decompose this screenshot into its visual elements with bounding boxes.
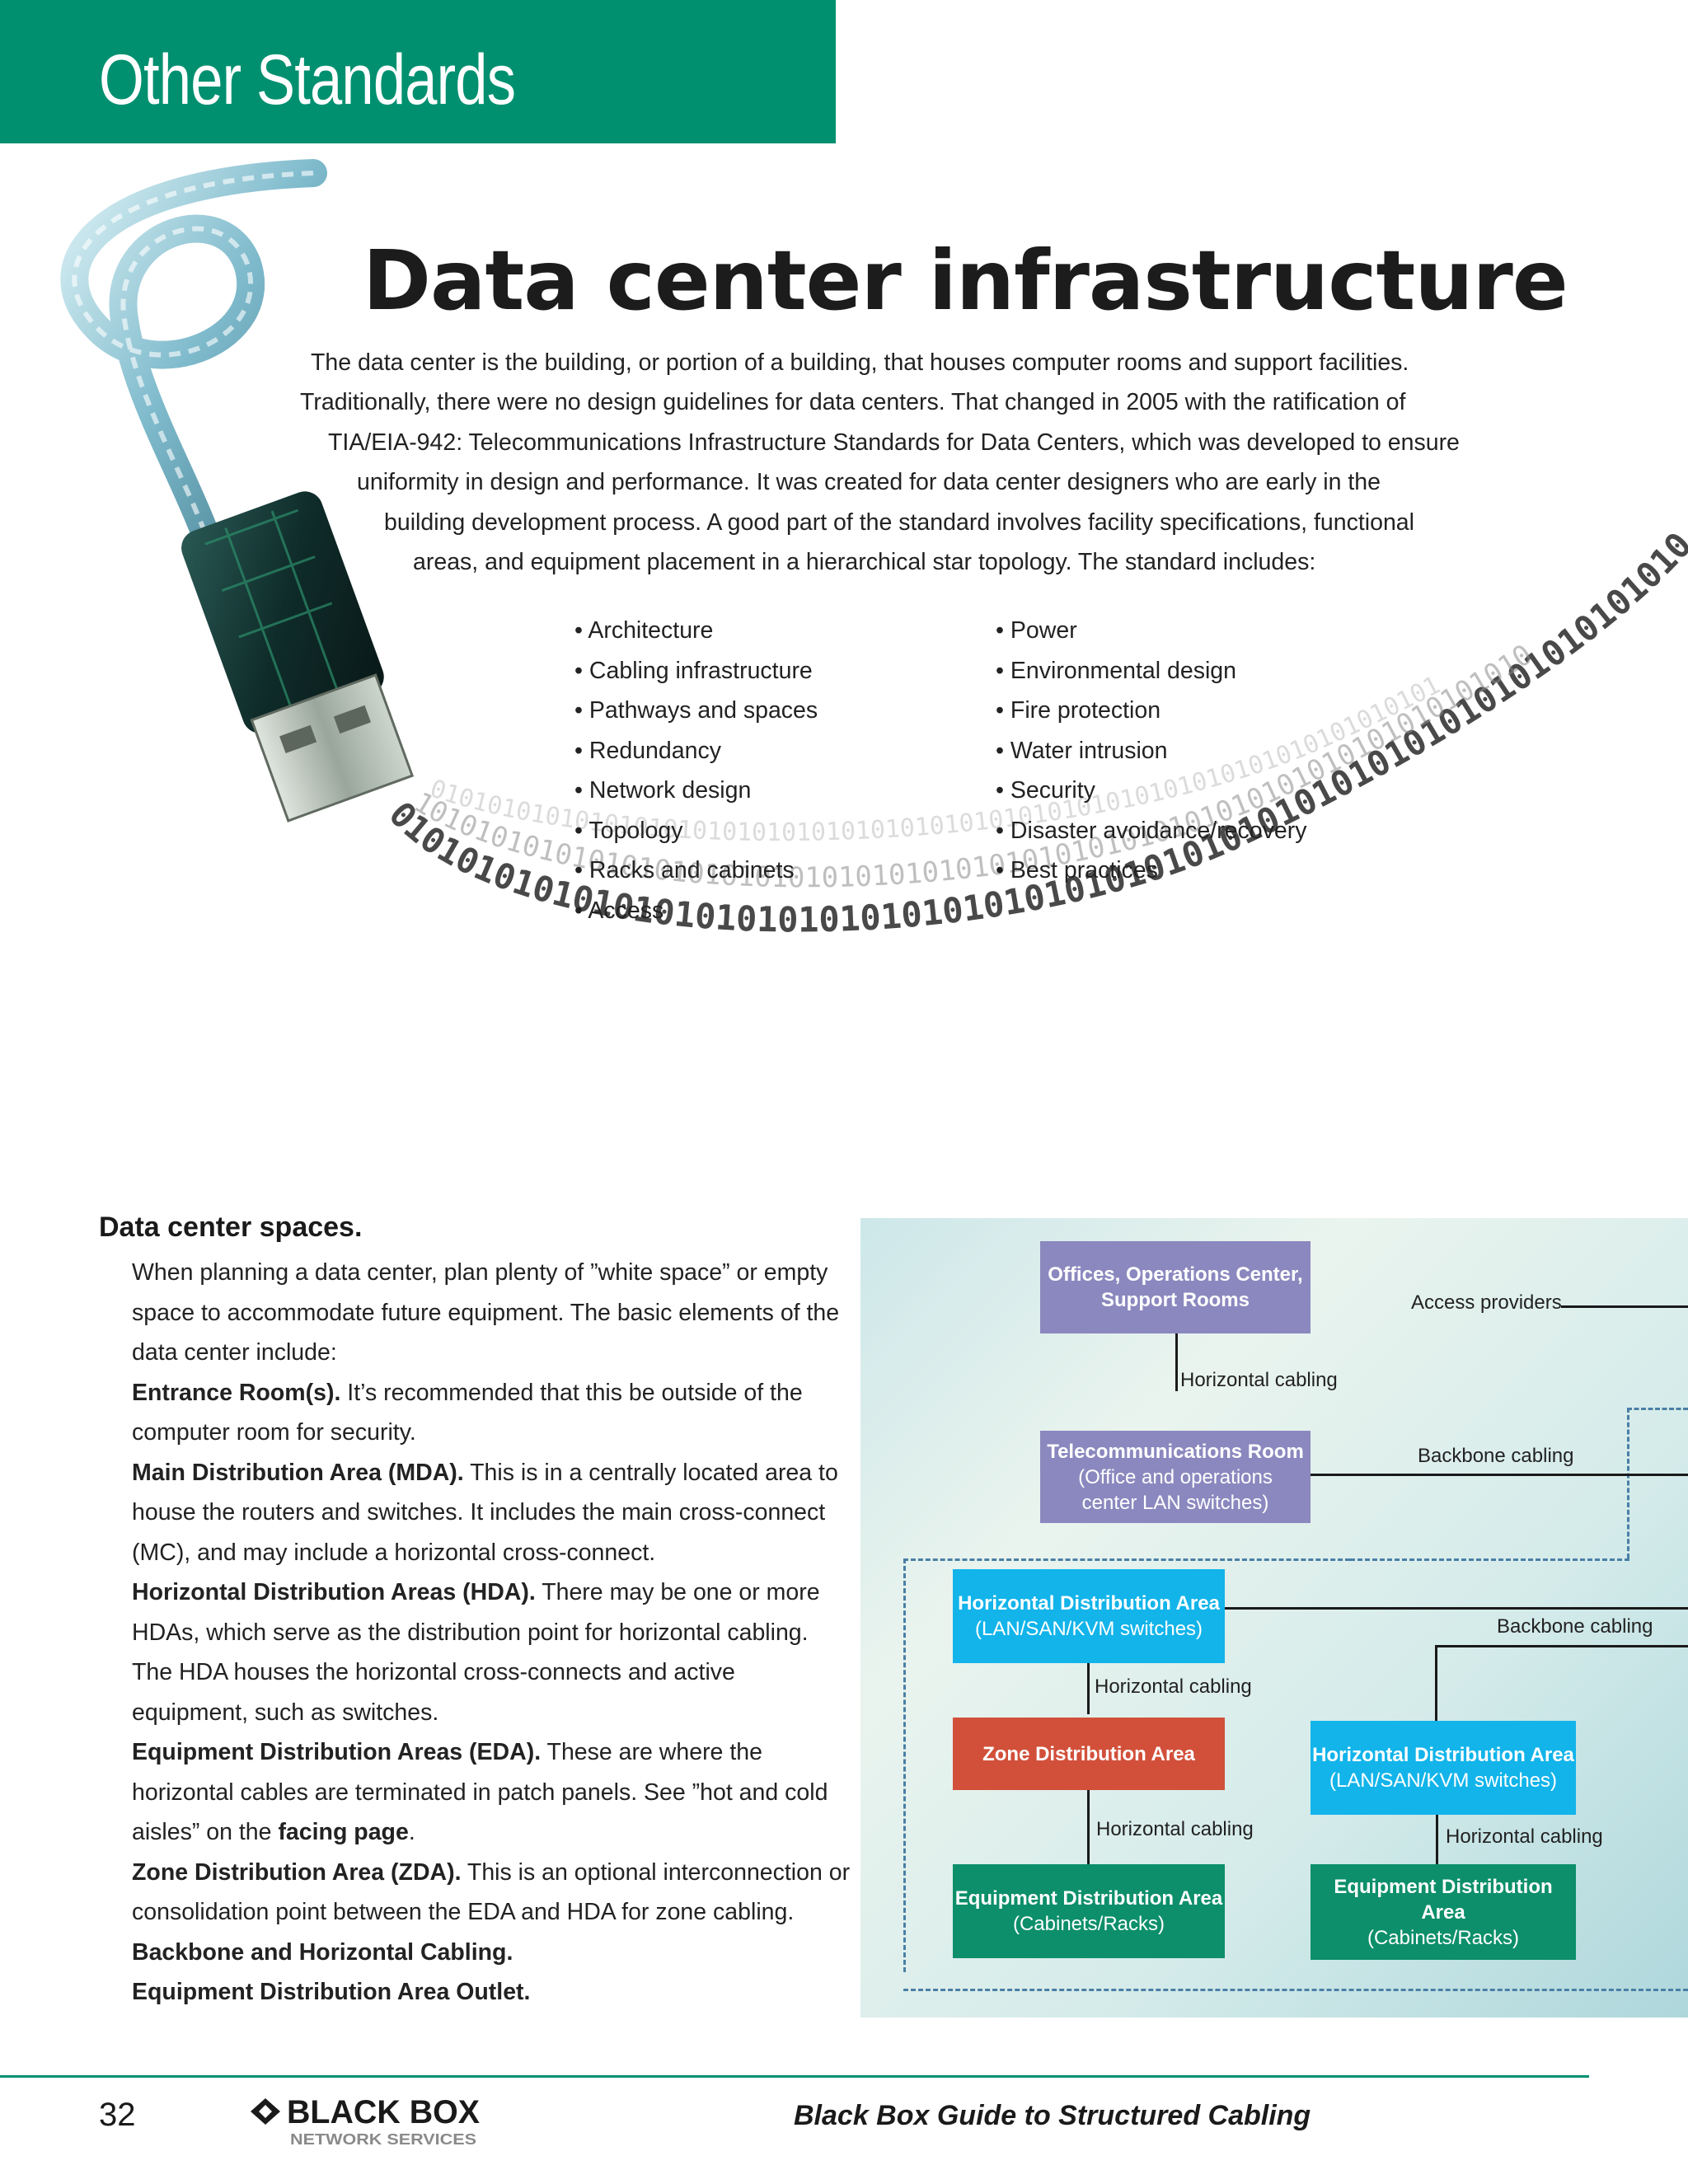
spaces-body: When planning a data center, plan plenty… — [99, 1253, 850, 2013]
connector-line — [1311, 1474, 1688, 1476]
list-item: Racks and cabinets — [574, 851, 818, 891]
hda-title: Horizontal Distribution Area — [1312, 1744, 1574, 1766]
connector-line — [1087, 1787, 1090, 1864]
hda-subtitle: (LAN/SAN/KVM switches) — [1329, 1769, 1558, 1792]
intro-line: areas, and equipment placement in a hier… — [413, 549, 1316, 575]
eda-title: Equipment Distribution Area — [1334, 1875, 1553, 1924]
black-box-logo: BLACK BOX NETWORK SERVICES — [251, 2094, 480, 2148]
connector-line — [1225, 1607, 1688, 1610]
svg-text:BLACK BOX: BLACK BOX — [287, 2094, 480, 2130]
list-item: Topology — [574, 811, 818, 851]
eda-subtitle: (Cabinets/Racks) — [1367, 1926, 1520, 1949]
hda-box-secondary: Horizontal Distribution Area (LAN/SAN/KV… — [1311, 1721, 1576, 1815]
list-item: Pathways and spaces — [574, 691, 818, 731]
entrance-room-text: It’s recommended that this be outside of… — [132, 1379, 803, 1446]
footer-rule — [0, 2075, 1589, 2078]
connector-line — [1435, 1645, 1437, 1736]
zda-paragraph: Zone Distribution Area (ZDA). This is an… — [99, 1853, 857, 1933]
computer-room-boundary — [903, 1558, 1350, 1561]
access-providers-label: Access providers — [1411, 1291, 1562, 1314]
list-item: Access — [574, 891, 818, 931]
list-item: Redundancy — [574, 731, 818, 771]
intro-line: Traditionally, there were no design guid… — [300, 389, 1406, 415]
list-item: Architecture — [574, 611, 818, 651]
zda-box: Zone Distribution Area — [953, 1718, 1225, 1790]
page-number: 32 — [99, 2097, 136, 2133]
connector-line — [1561, 1305, 1688, 1308]
spaces-heading: Data center spaces. — [99, 1212, 363, 1243]
computer-room-boundary — [1350, 1558, 1629, 1561]
standard-list-right: Power Environmental design Fire protecti… — [996, 611, 1307, 891]
offices-title: Offices, Operations Center, — [1048, 1263, 1303, 1286]
hda-term: Horizontal Distribution Areas (HDA). — [132, 1579, 536, 1605]
horizontal-cabling-label: Horizontal cabling — [1180, 1369, 1338, 1391]
eda-title: Equipment Distribution Area — [954, 1887, 1223, 1910]
eda-term: Equipment Distribution Areas (EDA). — [132, 1739, 542, 1765]
hda-title: Horizontal Distribution Area — [958, 1592, 1220, 1615]
offices-box: Offices, Operations Center, Support Room… — [1040, 1241, 1311, 1333]
entrance-room-term: Entrance Room(s). — [132, 1379, 341, 1406]
list-item: Network design — [574, 771, 818, 811]
backbone-cabling-label: Backbone cabling — [1418, 1445, 1574, 1467]
list-item: Security — [996, 771, 1306, 811]
list-item: Environmental design — [996, 651, 1306, 691]
facing-page-link[interactable]: facing page — [278, 1819, 409, 1845]
spaces-intro-text: When planning a data center, plan plenty… — [132, 1259, 840, 1366]
horizontal-cabling-label: Horizontal cabling — [1446, 1825, 1603, 1848]
list-item: Best practices — [996, 851, 1306, 891]
horizontal-cabling-label: Horizontal cabling — [1095, 1675, 1252, 1698]
article-title: Data center infrastructure — [363, 232, 1568, 329]
eda-box: Equipment Distribution Area (Cabinets/Ra… — [953, 1864, 1225, 1958]
section-title: Other Standards — [99, 40, 516, 120]
hda-text: There may be one or more HDAs, which ser… — [132, 1579, 820, 1726]
computer-room-boundary — [903, 1558, 906, 1972]
spaces-intro: When planning a data center, plan plenty… — [99, 1253, 841, 1373]
hda-box: Horizontal Distribution Area (LAN/SAN/KV… — [953, 1569, 1225, 1663]
svg-text:NETWORK SERVICES: NETWORK SERVICES — [290, 2131, 476, 2148]
eda-subtitle: (Cabinets/Racks) — [1012, 1913, 1165, 1935]
mda-paragraph: Main Distribution Area (MDA). This is in… — [99, 1453, 841, 1573]
zda-text: This is an optional interconnection or c… — [132, 1858, 851, 1926]
eda-outlet-term: Equipment Distribution Area Outlet. — [132, 1979, 531, 2005]
connector-line — [1087, 1663, 1090, 1714]
telecom-subtitle: (Office and operations — [1078, 1465, 1273, 1488]
intro-line: uniformity in design and performance. It… — [357, 469, 1381, 495]
guide-title: Black Box Guide to Structured Cabling — [794, 2100, 1311, 2131]
list-item: Cabling infrastructure — [574, 651, 818, 691]
data-center-topology-diagram: Offices, Operations Center, Support Room… — [860, 1218, 1688, 2018]
intro-line: TIA/EIA-942: Telecommunications Infrastr… — [328, 429, 1460, 456]
eda-text-end: . — [408, 1819, 415, 1845]
mda-term: Main Distribution Area (MDA). — [132, 1459, 464, 1486]
standard-list-left: Architecture Cabling infrastructure Path… — [574, 611, 818, 930]
computer-room-boundary — [1627, 1408, 1688, 1410]
telecom-title: Telecommunications Room — [1047, 1440, 1304, 1463]
list-item: Disaster avoidance/recovery — [996, 811, 1307, 851]
hda-subtitle: (LAN/SAN/KVM switches) — [974, 1618, 1203, 1640]
hda-paragraph: Horizontal Distribution Areas (HDA). The… — [99, 1572, 841, 1732]
offices-subtitle: Support Rooms — [1101, 1289, 1250, 1311]
backbone-term: Backbone and Horizontal Cabling. — [132, 1938, 513, 1966]
connector-line — [1436, 1792, 1438, 1864]
intro-line: building development process. A good par… — [384, 509, 1414, 536]
eda-text: These are where the horizontal cables ar… — [132, 1739, 828, 1845]
computer-room-boundary — [1627, 1408, 1629, 1558]
connector-line — [1435, 1645, 1688, 1647]
horizontal-cabling-label: Horizontal cabling — [1096, 1818, 1254, 1840]
zda-term: Zone Distribution Area (ZDA). — [132, 1858, 462, 1886]
telecom-subtitle: center LAN switches) — [1081, 1491, 1269, 1514]
mda-text: This is in a centrally located area to h… — [132, 1459, 838, 1566]
list-item: Power — [996, 611, 1306, 651]
eda-box-secondary: Equipment Distribution Area (Cabinets/Ra… — [1311, 1864, 1576, 1960]
list-item: Water intrusion — [996, 731, 1306, 771]
intro-line: The data center is the building, or port… — [311, 349, 1409, 376]
list-item: Fire protection — [996, 691, 1306, 731]
section-banner — [0, 0, 836, 143]
zda-title: Zone Distribution Area — [982, 1742, 1195, 1765]
computer-room-boundary — [903, 1989, 1688, 1991]
telecommunications-room-box: Telecommunications Room (Office and oper… — [1040, 1431, 1311, 1523]
eda-paragraph: Equipment Distribution Areas (EDA). Thes… — [99, 1732, 841, 1853]
backbone-cabling-label: Backbone cabling — [1497, 1615, 1653, 1638]
entrance-room-paragraph: Entrance Room(s). It’s recommended that … — [99, 1373, 841, 1453]
connector-line — [1175, 1333, 1178, 1391]
